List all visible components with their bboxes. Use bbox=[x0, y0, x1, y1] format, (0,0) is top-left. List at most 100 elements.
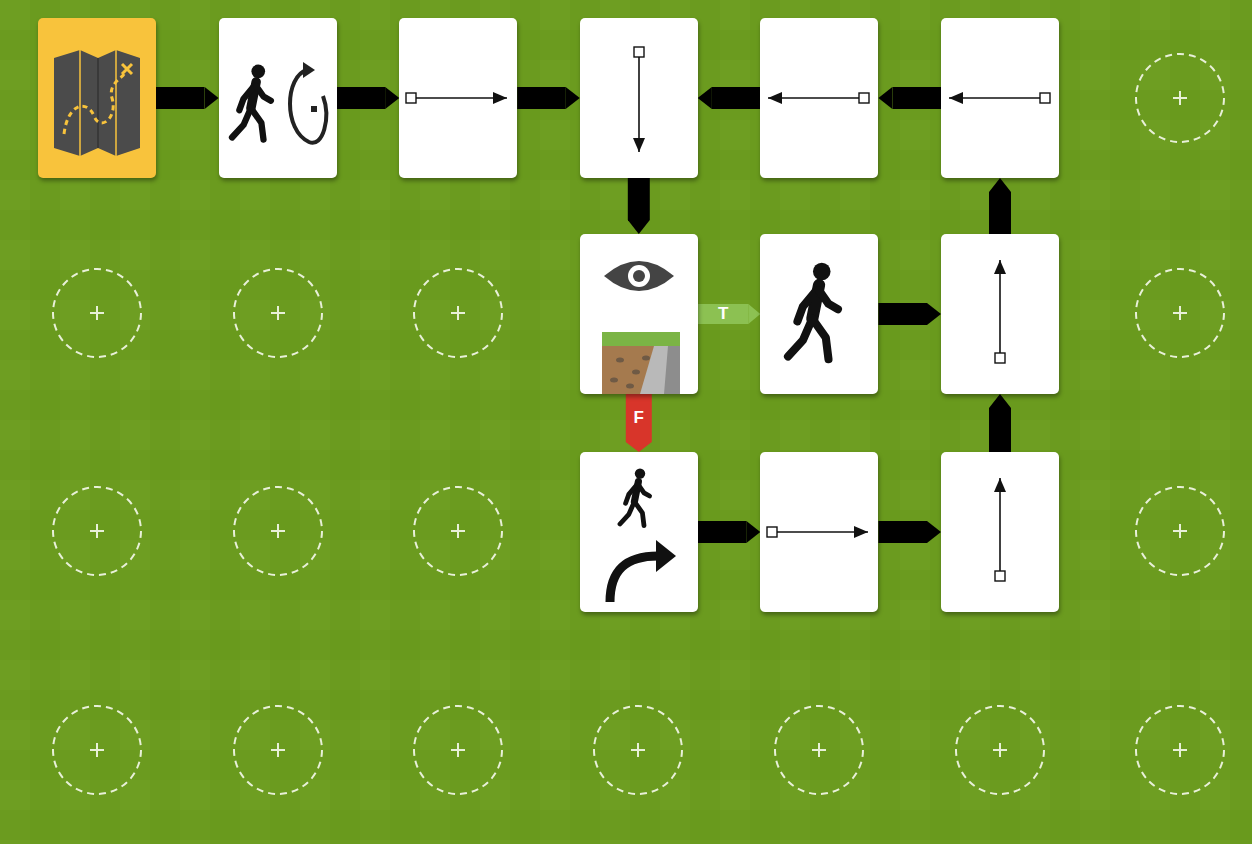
arrow-shaft bbox=[638, 52, 640, 152]
empty-slot bbox=[234, 269, 322, 357]
flow-connector bbox=[337, 87, 386, 109]
map-fold bbox=[79, 50, 81, 156]
walker-head bbox=[635, 468, 645, 478]
map-route bbox=[64, 74, 124, 134]
walker-limb bbox=[819, 290, 838, 309]
arrow-head bbox=[854, 526, 868, 538]
code-card bbox=[760, 452, 878, 612]
arrow-shaft bbox=[768, 97, 864, 99]
flow-connector bbox=[989, 408, 1011, 452]
turn-right-head bbox=[656, 540, 676, 572]
card-icon bbox=[760, 234, 878, 394]
turn-right-arrow bbox=[610, 556, 658, 602]
empty-slot bbox=[775, 706, 863, 794]
code-card bbox=[941, 452, 1059, 612]
walker-limb bbox=[813, 319, 829, 360]
walker-limb bbox=[788, 319, 812, 357]
arrow-shaft bbox=[949, 97, 1045, 99]
card-icon bbox=[580, 234, 698, 394]
arrow-tail bbox=[995, 571, 1005, 581]
card-icon bbox=[580, 18, 698, 178]
empty-slot bbox=[53, 487, 141, 575]
walker-limb bbox=[250, 108, 263, 140]
code-card bbox=[399, 18, 517, 178]
code-card bbox=[219, 18, 337, 178]
empty-slot bbox=[594, 706, 682, 794]
map-icon bbox=[54, 50, 140, 156]
walker-limb bbox=[232, 108, 251, 137]
empty-slot bbox=[1136, 487, 1224, 575]
walker-figure bbox=[232, 65, 271, 140]
empty-slot bbox=[414, 706, 502, 794]
empty-slot bbox=[234, 706, 322, 794]
walker-limb bbox=[638, 485, 649, 496]
code-card bbox=[941, 18, 1059, 178]
flow-connector bbox=[712, 87, 761, 109]
empty-slot bbox=[1136, 706, 1224, 794]
card-icon bbox=[760, 18, 878, 178]
arrow-head bbox=[949, 92, 963, 104]
card-icon bbox=[580, 452, 698, 612]
arrow-tail bbox=[406, 93, 416, 103]
code-card bbox=[38, 18, 156, 178]
walker-figure bbox=[788, 263, 838, 360]
flow-connector bbox=[156, 87, 205, 109]
arrow-tail bbox=[995, 353, 1005, 363]
arrow-tail bbox=[767, 527, 777, 537]
card-icon bbox=[941, 18, 1059, 178]
walker-head bbox=[251, 65, 265, 79]
empty-slot bbox=[414, 269, 502, 357]
code-card bbox=[760, 234, 878, 394]
branch-tag: F bbox=[631, 408, 647, 428]
card-icon bbox=[399, 18, 517, 178]
code-card bbox=[580, 18, 698, 178]
flow-connector bbox=[892, 87, 941, 109]
code-card bbox=[580, 452, 698, 612]
arrow-head bbox=[994, 478, 1006, 492]
empty-slot bbox=[956, 706, 1044, 794]
map-cross bbox=[122, 64, 132, 74]
empty-slot bbox=[53, 269, 141, 357]
flow-connector bbox=[517, 87, 566, 109]
eye-pupil bbox=[633, 270, 645, 282]
flow-connector bbox=[878, 303, 927, 325]
arrow-shaft bbox=[411, 97, 507, 99]
arrow-tail bbox=[859, 93, 869, 103]
arrow-head bbox=[994, 260, 1006, 274]
flow-connector bbox=[878, 521, 927, 543]
empty-slot bbox=[53, 706, 141, 794]
walker-figure bbox=[620, 468, 650, 525]
flow-connector bbox=[626, 394, 652, 442]
code-card bbox=[580, 234, 698, 394]
flow-connector bbox=[698, 521, 747, 543]
walker-limb bbox=[256, 86, 271, 101]
map-fold bbox=[97, 58, 99, 148]
branch-tag: T bbox=[715, 304, 731, 324]
empty-slot bbox=[234, 487, 322, 575]
card-icon bbox=[38, 18, 156, 178]
turn-around-arrow bbox=[290, 70, 326, 143]
card-icon bbox=[760, 452, 878, 612]
flow-connector bbox=[989, 192, 1011, 234]
arrow-head bbox=[633, 138, 645, 152]
arrow-head bbox=[768, 92, 782, 104]
card-icon bbox=[219, 18, 337, 178]
card-icon bbox=[941, 234, 1059, 394]
arrow-shaft bbox=[772, 531, 868, 533]
arrow-shaft bbox=[999, 478, 1001, 576]
code-card bbox=[941, 234, 1059, 394]
arrow-tail bbox=[1040, 93, 1050, 103]
walker-head bbox=[813, 263, 831, 281]
card-icon bbox=[941, 452, 1059, 612]
turn-around-mark bbox=[311, 106, 317, 112]
empty-slot bbox=[1136, 269, 1224, 357]
eye-icon bbox=[604, 261, 674, 291]
flow-connector bbox=[628, 178, 650, 220]
turn-around-head bbox=[303, 62, 315, 78]
empty-slot bbox=[1136, 54, 1224, 142]
map-fold bbox=[115, 50, 117, 156]
empty-slot bbox=[414, 487, 502, 575]
arrow-tail bbox=[634, 47, 644, 57]
